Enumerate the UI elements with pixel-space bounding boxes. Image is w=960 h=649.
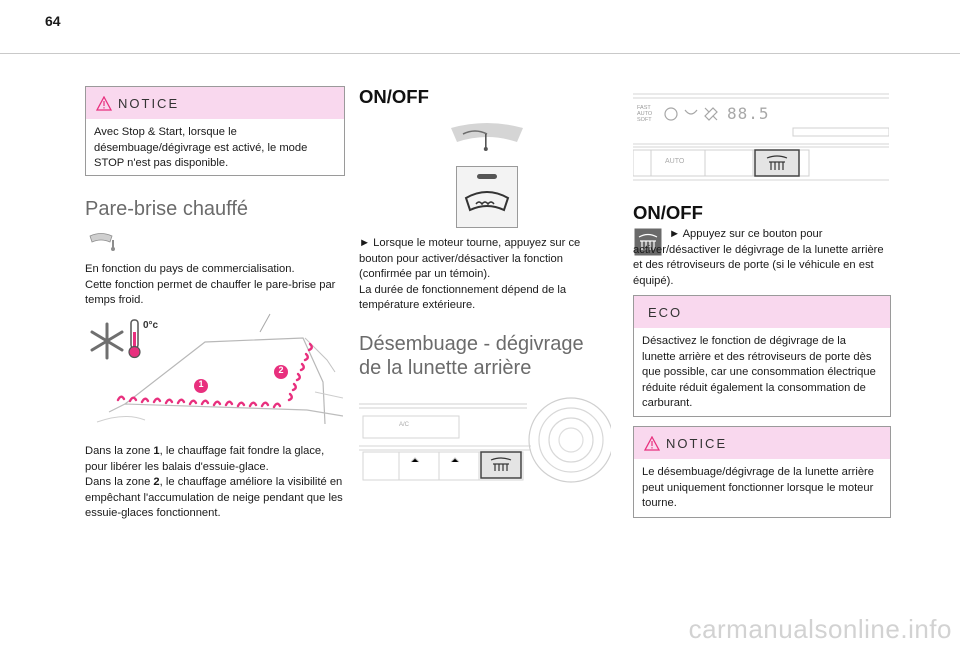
callout-2	[274, 365, 288, 379]
rear-step: ► Appuyez sur ce bouton pour activer/dés…	[633, 228, 884, 287]
eco-text: Désactivez le fonction de dégivrage de l…	[642, 335, 876, 409]
warning-icon	[96, 95, 112, 111]
windscreen-instructions: ► Lorsque le moteur tourne, appuyez sur …	[359, 236, 611, 314]
section-title-heated-windscreen: Pare-brise chauffé	[85, 198, 249, 220]
zone-2-text: Dans la zone 2, le chauffage améliore la…	[85, 476, 343, 519]
intro-text: En fonction du pays de commercialisation…	[85, 262, 343, 309]
notice-box: NOTICE Avec Stop & Start, lorsque le dés…	[85, 86, 345, 176]
eco-header: ECO	[634, 296, 890, 328]
windscreen-step: ► Lorsque le moteur tourne, appuyez sur …	[359, 237, 581, 280]
section-title-rear-defrost: Désembuage - dégivrage de la lunette arr…	[359, 333, 584, 379]
callout-1	[194, 379, 208, 393]
panel-auto-button-label: AUTO	[665, 158, 685, 165]
notice-text: Avec Stop & Start, lorsque le désembuage…	[94, 126, 308, 169]
rear-defrost-button-icon	[634, 228, 662, 256]
panel-ac-label: A/C	[399, 422, 410, 428]
rear-notice-header: NOTICE	[634, 427, 890, 459]
notice-label: NOTICE	[118, 95, 180, 111]
rear-notice-label: NOTICE	[666, 435, 728, 451]
panel-auto-label: AUTO	[637, 111, 653, 117]
onoff-title-windscreen: ON/OFF	[359, 86, 429, 107]
heated-windscreen-icon	[89, 233, 115, 251]
callout-2-label: 2	[278, 365, 284, 375]
panel-fast-label: FAST	[637, 105, 651, 111]
rear-notice-text: Le désembuage/dégivrage de la lunette ar…	[642, 466, 874, 509]
rear-panel-illustration: FAST AUTO SOFT 88.5 AUTO	[632, 92, 890, 184]
intro-line-2: Cette fonction permet de chauffer le par…	[85, 278, 336, 307]
eco-box: ECO Désactivez le fonction de dégivrage …	[633, 295, 891, 417]
intro-line-1: En fonction du pays de commercialisation…	[85, 263, 295, 275]
header-rule	[0, 53, 960, 54]
onoff-title-rear: ON/OFF	[633, 202, 703, 223]
panel-soft-label: SOFT	[637, 117, 652, 123]
heated-windscreen-button-icon	[456, 166, 518, 228]
zones-text: Dans la zone 1, le chauffage fait fondre…	[85, 444, 343, 522]
temperature-label: 0°c	[143, 320, 159, 331]
thermometer-icon	[128, 319, 141, 359]
warning-icon	[644, 435, 660, 451]
callout-1-label: 1	[198, 379, 204, 389]
zone-1-text: Dans la zone 1, le chauffage fait fondre…	[85, 445, 325, 473]
rear-instructions: ► Appuyez sur ce bouton pour activer/dés…	[633, 227, 889, 289]
eco-label: ECO	[648, 304, 683, 320]
windscreen-illustration: 0°c 1 2	[85, 312, 344, 430]
snowflake-icon	[90, 322, 124, 360]
windscreen-note: La durée de fonctionnement dépend de la …	[359, 283, 567, 312]
rear-notice-box: NOTICE Le désembuage/dégivrage de la lun…	[633, 426, 891, 518]
control-panel-illustration: A/C	[359, 388, 614, 490]
watermark: carmanualsonline.info	[688, 614, 952, 644]
panel-display: 88.5	[727, 104, 770, 123]
windscreen-symbol-icon	[451, 123, 523, 151]
page-number: 64	[45, 13, 61, 29]
notice-header: NOTICE	[86, 87, 344, 119]
